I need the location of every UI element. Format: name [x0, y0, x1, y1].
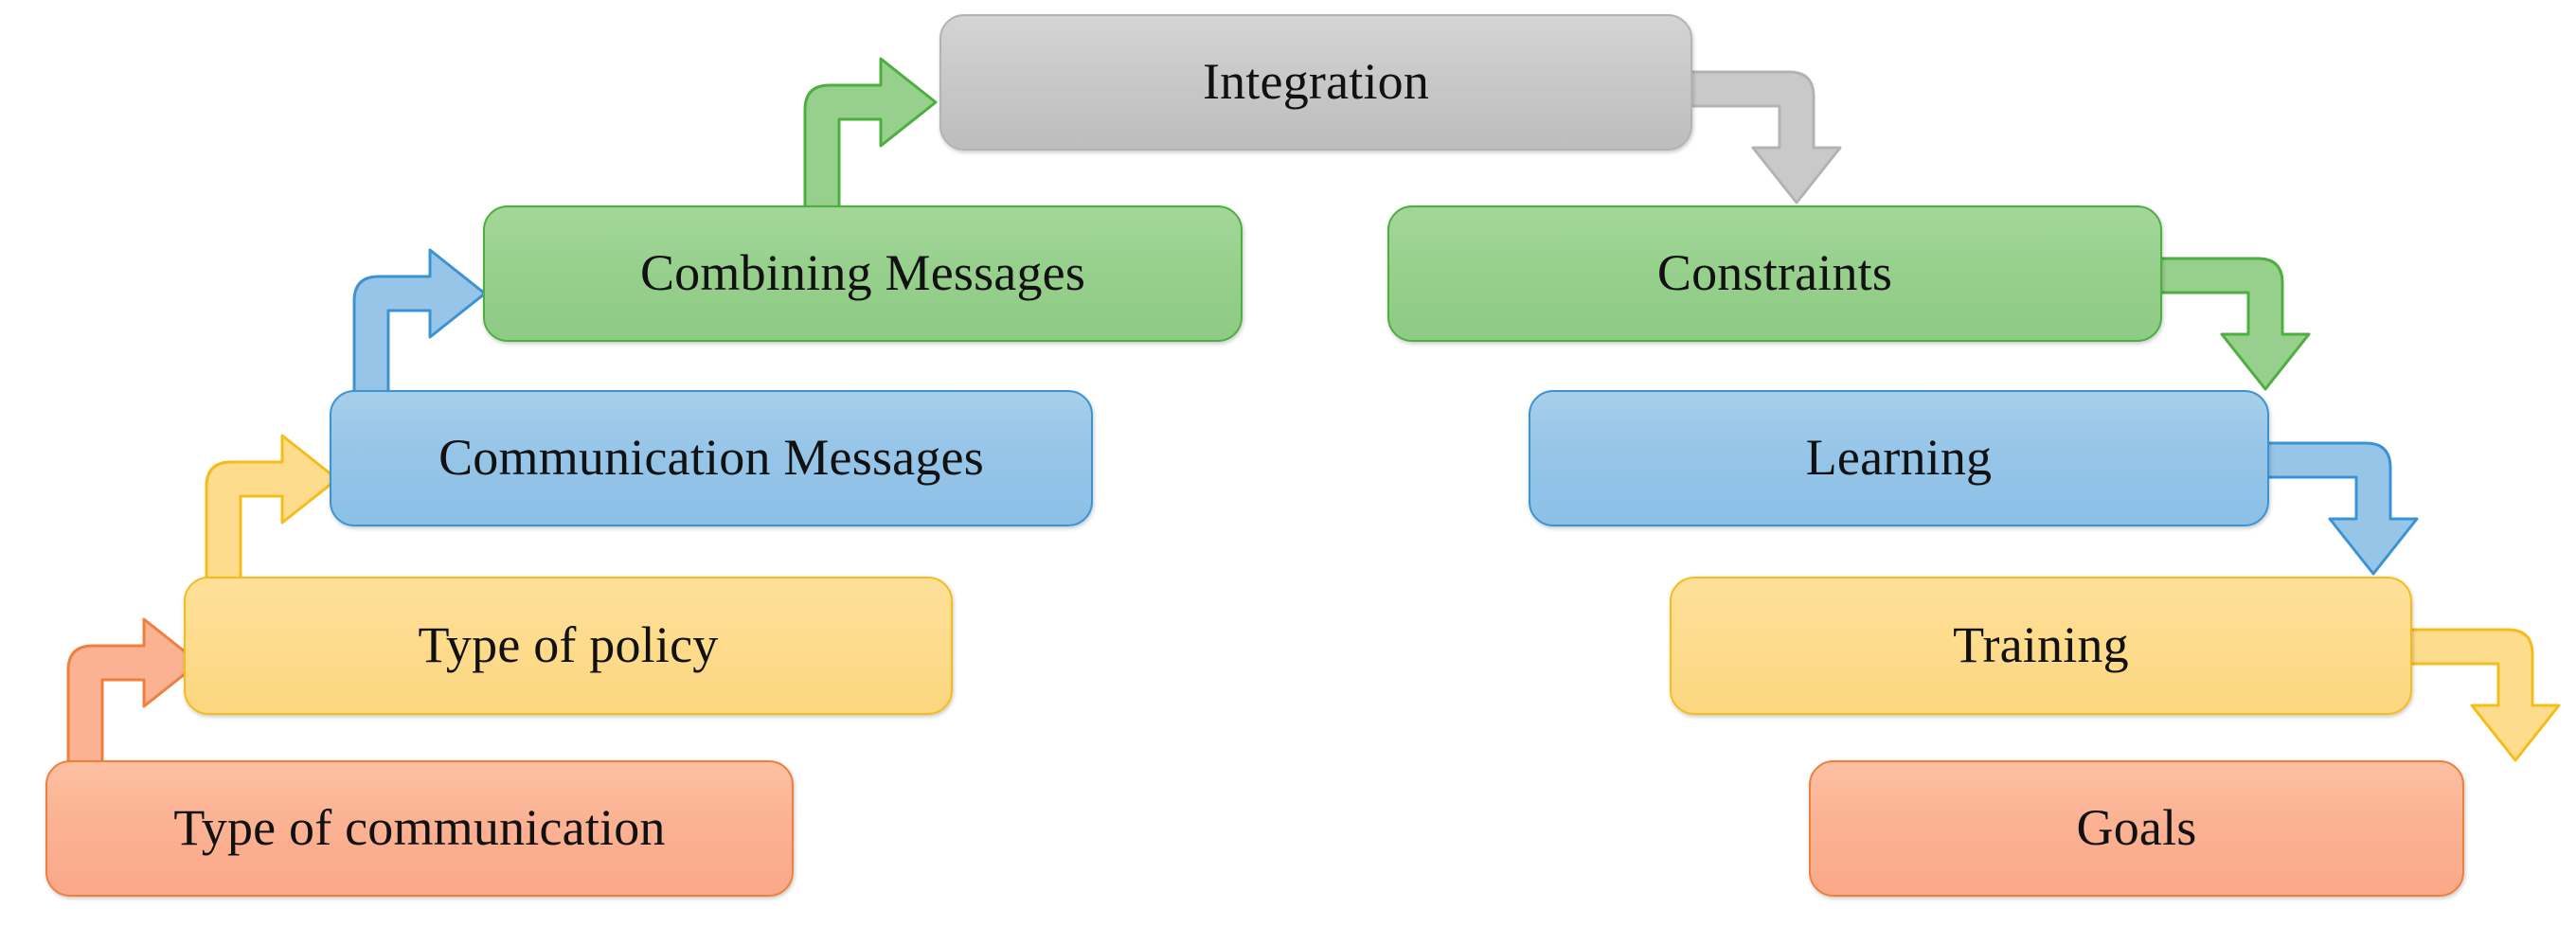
node-label-constraints: Constraints: [1656, 244, 1893, 302]
node-label-communication-messages: Communication Messages: [438, 429, 984, 487]
node-training[interactable]: Training: [1670, 577, 2412, 715]
node-learning[interactable]: Learning: [1529, 390, 2269, 526]
node-integration[interactable]: Integration: [939, 14, 1692, 151]
node-label-learning: Learning: [1805, 429, 1993, 487]
node-communication-messages[interactable]: Communication Messages: [330, 390, 1093, 526]
node-label-training: Training: [1953, 616, 2129, 674]
node-label-type-of-policy: Type of policy: [418, 616, 719, 674]
node-label-goals: Goals: [2076, 799, 2197, 857]
node-label-integration: Integration: [1202, 53, 1430, 111]
node-label-combining-messages: Combining Messages: [639, 244, 1086, 302]
node-combining-messages[interactable]: Combining Messages: [483, 205, 1243, 342]
node-constraints[interactable]: Constraints: [1387, 205, 2162, 342]
node-type-of-policy[interactable]: Type of policy: [184, 577, 953, 715]
node-label-type-of-communication: Type of communication: [173, 799, 666, 857]
node-goals[interactable]: Goals: [1809, 760, 2464, 897]
node-type-of-communication[interactable]: Type of communication: [45, 760, 794, 897]
